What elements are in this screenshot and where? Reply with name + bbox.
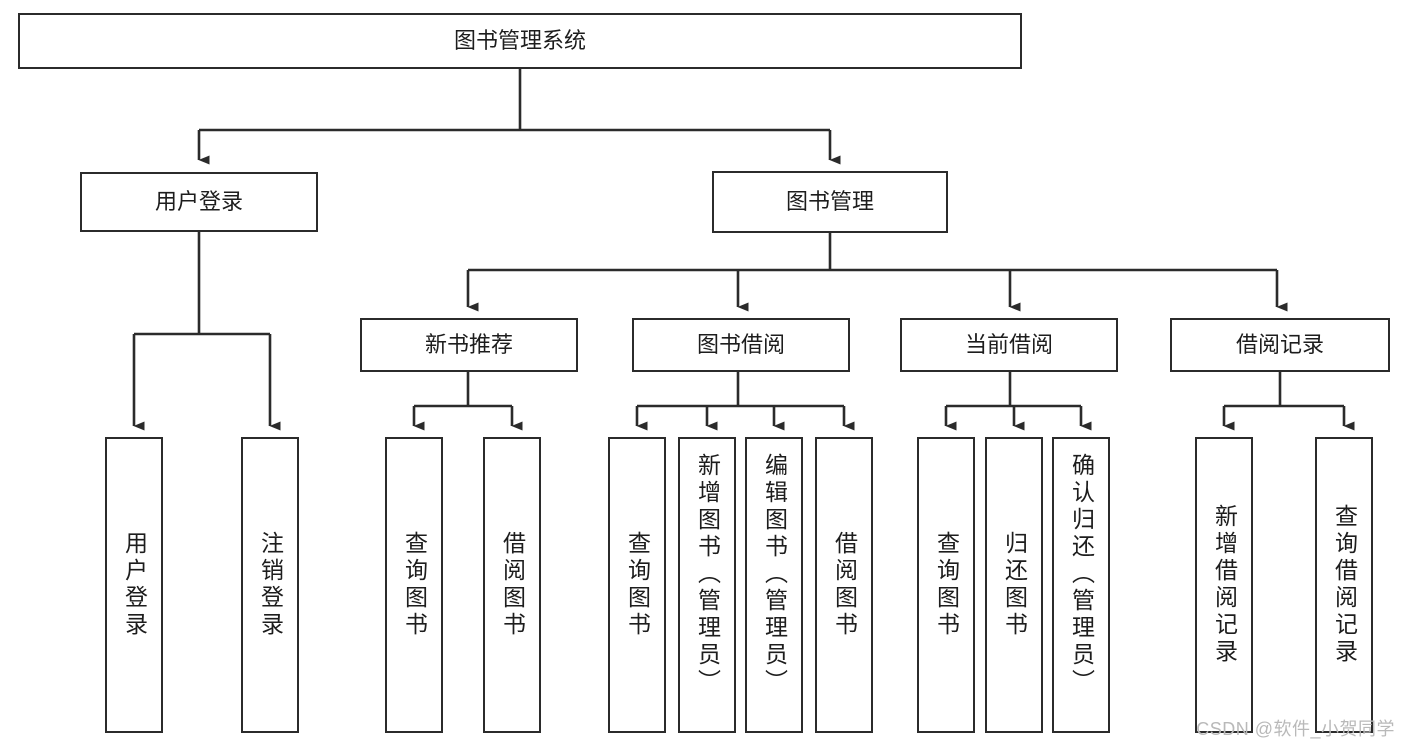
node-leaf-query-book-current[interactable]: 查询图书 bbox=[917, 437, 975, 733]
node-label: 查询图书 bbox=[624, 531, 651, 639]
node-leaf-return-book[interactable]: 归还图书 bbox=[985, 437, 1043, 733]
node-label: 图书管理系统 bbox=[453, 28, 586, 54]
connector-currentborrow-to-leaves bbox=[944, 372, 1092, 431]
node-borrow-records[interactable]: 借阅记录 bbox=[1170, 318, 1390, 372]
node-current-borrow[interactable]: 当前借阅 bbox=[900, 318, 1118, 372]
node-root-system[interactable]: 图书管理系统 bbox=[18, 13, 1022, 69]
node-label: 新增借阅记录 bbox=[1211, 504, 1238, 666]
connector-userlogin-to-leaves bbox=[132, 232, 281, 431]
node-label: 借阅图书 bbox=[831, 531, 858, 639]
node-label: 编辑图书（管理员） bbox=[761, 453, 788, 696]
node-label: 用户登录 bbox=[121, 531, 148, 639]
node-user-login[interactable]: 用户登录 bbox=[80, 172, 318, 232]
node-label: 用户登录 bbox=[154, 189, 243, 215]
connector-root-to-level2 bbox=[197, 69, 841, 165]
connector-bookmgmt-to-level3 bbox=[466, 233, 1288, 312]
node-leaf-add-borrow-record[interactable]: 新增借阅记录 bbox=[1195, 437, 1253, 733]
node-label: 图书借阅 bbox=[696, 332, 785, 358]
node-new-book-recommend[interactable]: 新书推荐 bbox=[360, 318, 578, 372]
node-label: 图书管理 bbox=[785, 189, 874, 215]
node-book-borrow[interactable]: 图书借阅 bbox=[632, 318, 850, 372]
node-label: 确认归还（管理员） bbox=[1068, 453, 1095, 696]
node-book-management[interactable]: 图书管理 bbox=[712, 171, 948, 233]
node-leaf-borrow-book[interactable]: 借阅图书 bbox=[815, 437, 873, 733]
node-label: 查询借阅记录 bbox=[1331, 504, 1358, 666]
node-leaf-borrow-book-recommend[interactable]: 借阅图书 bbox=[483, 437, 541, 733]
node-label: 新书推荐 bbox=[424, 332, 513, 358]
node-leaf-logout[interactable]: 注销登录 bbox=[241, 437, 299, 733]
node-leaf-query-book-borrow[interactable]: 查询图书 bbox=[608, 437, 666, 733]
node-leaf-confirm-return-admin[interactable]: 确认归还（管理员） bbox=[1052, 437, 1110, 733]
node-label: 归还图书 bbox=[1001, 531, 1028, 639]
node-leaf-edit-book-admin[interactable]: 编辑图书（管理员） bbox=[745, 437, 803, 733]
node-leaf-user-login[interactable]: 用户登录 bbox=[105, 437, 163, 733]
node-label: 借阅记录 bbox=[1235, 332, 1324, 358]
node-label: 查询图书 bbox=[933, 531, 960, 639]
connector-newbook-to-leaves bbox=[412, 372, 523, 431]
connector-borrowrecords-to-leaves bbox=[1222, 372, 1355, 431]
node-leaf-query-book-recommend[interactable]: 查询图书 bbox=[385, 437, 443, 733]
connector-bookborrow-to-leaves bbox=[635, 372, 855, 431]
node-label: 查询图书 bbox=[401, 531, 428, 639]
node-label: 借阅图书 bbox=[499, 531, 526, 639]
node-label: 新增图书（管理员） bbox=[694, 453, 721, 696]
node-label: 当前借阅 bbox=[964, 332, 1053, 358]
node-leaf-query-borrow-record[interactable]: 查询借阅记录 bbox=[1315, 437, 1373, 733]
node-leaf-add-book-admin[interactable]: 新增图书（管理员） bbox=[678, 437, 736, 733]
node-label: 注销登录 bbox=[257, 531, 284, 639]
